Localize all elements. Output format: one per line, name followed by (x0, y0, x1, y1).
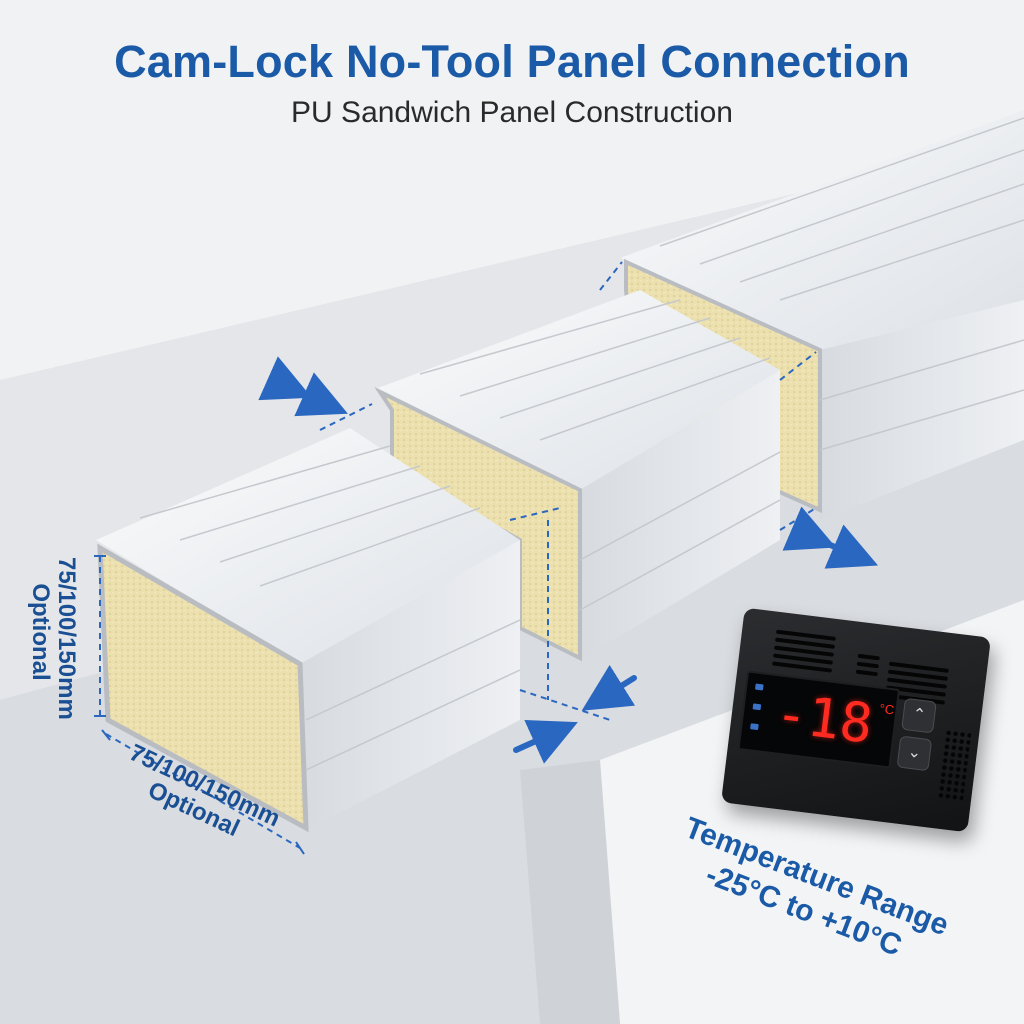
page-subtitle: PU Sandwich Panel Construction (291, 96, 733, 129)
indicator-icon (752, 703, 762, 711)
temperature-controller: -18 °C ⌃ ⌄ (720, 607, 992, 833)
dimension-height-note: Optional (27, 583, 54, 681)
chevron-up-icon: ⌃ (911, 705, 927, 725)
temperature-unit: °C (878, 700, 896, 718)
arrow-icon (782, 506, 879, 569)
arrow-icon (581, 664, 637, 711)
arrow-icon (258, 356, 348, 417)
dimension-height-label: 75/100/150mm Optional (27, 557, 80, 720)
snowflake-icon (754, 683, 764, 691)
dimension-height-value: 75/100/150mm (53, 557, 80, 720)
arrow-icon (513, 719, 578, 764)
page-title: Cam-Lock No-Tool Panel Connection (114, 36, 910, 87)
panel-middle (374, 290, 781, 662)
temperature-reading: -18 (771, 681, 877, 756)
vent-grille (855, 653, 880, 677)
down-button[interactable]: ⌄ (896, 735, 933, 772)
chevron-down-icon: ⌄ (906, 743, 923, 763)
vent-grille (772, 629, 836, 673)
panel-near (96, 428, 521, 833)
indicator-icon (750, 723, 759, 731)
up-button[interactable]: ⌃ (901, 697, 937, 734)
